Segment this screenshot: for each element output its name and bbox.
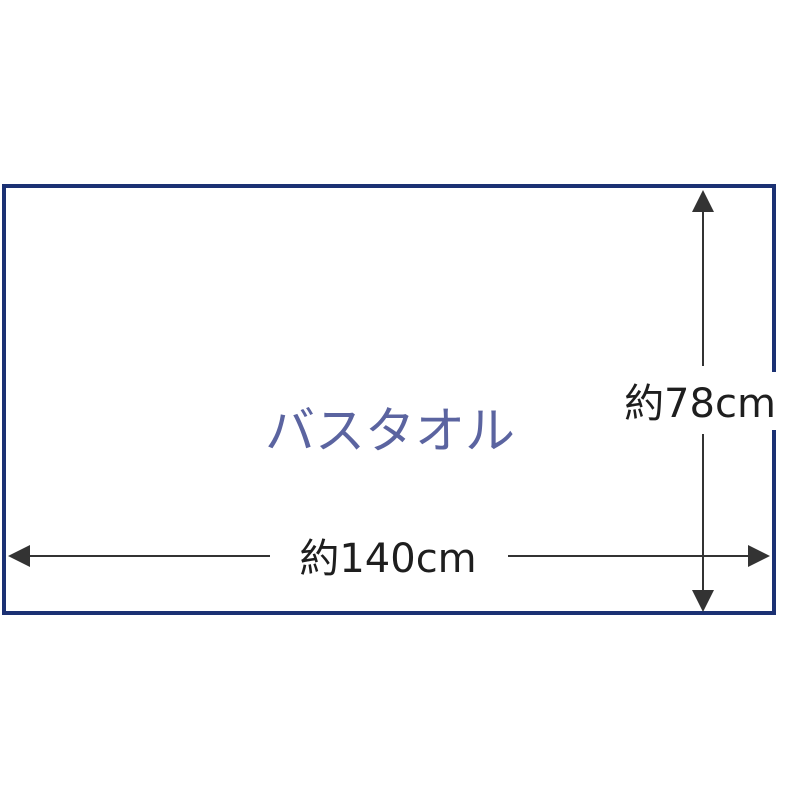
towel-name-label: バスタオル: [265, 402, 515, 460]
width-label: 約140cm: [299, 536, 476, 582]
width-arrow-right-head: [748, 545, 770, 567]
height-arrow-bottom-head: [692, 590, 714, 612]
height-arrow-top-head: [692, 190, 714, 212]
height-label: 約78cm: [624, 381, 776, 427]
width-arrow-left-head: [8, 545, 30, 567]
height-label-backing: [612, 372, 782, 430]
